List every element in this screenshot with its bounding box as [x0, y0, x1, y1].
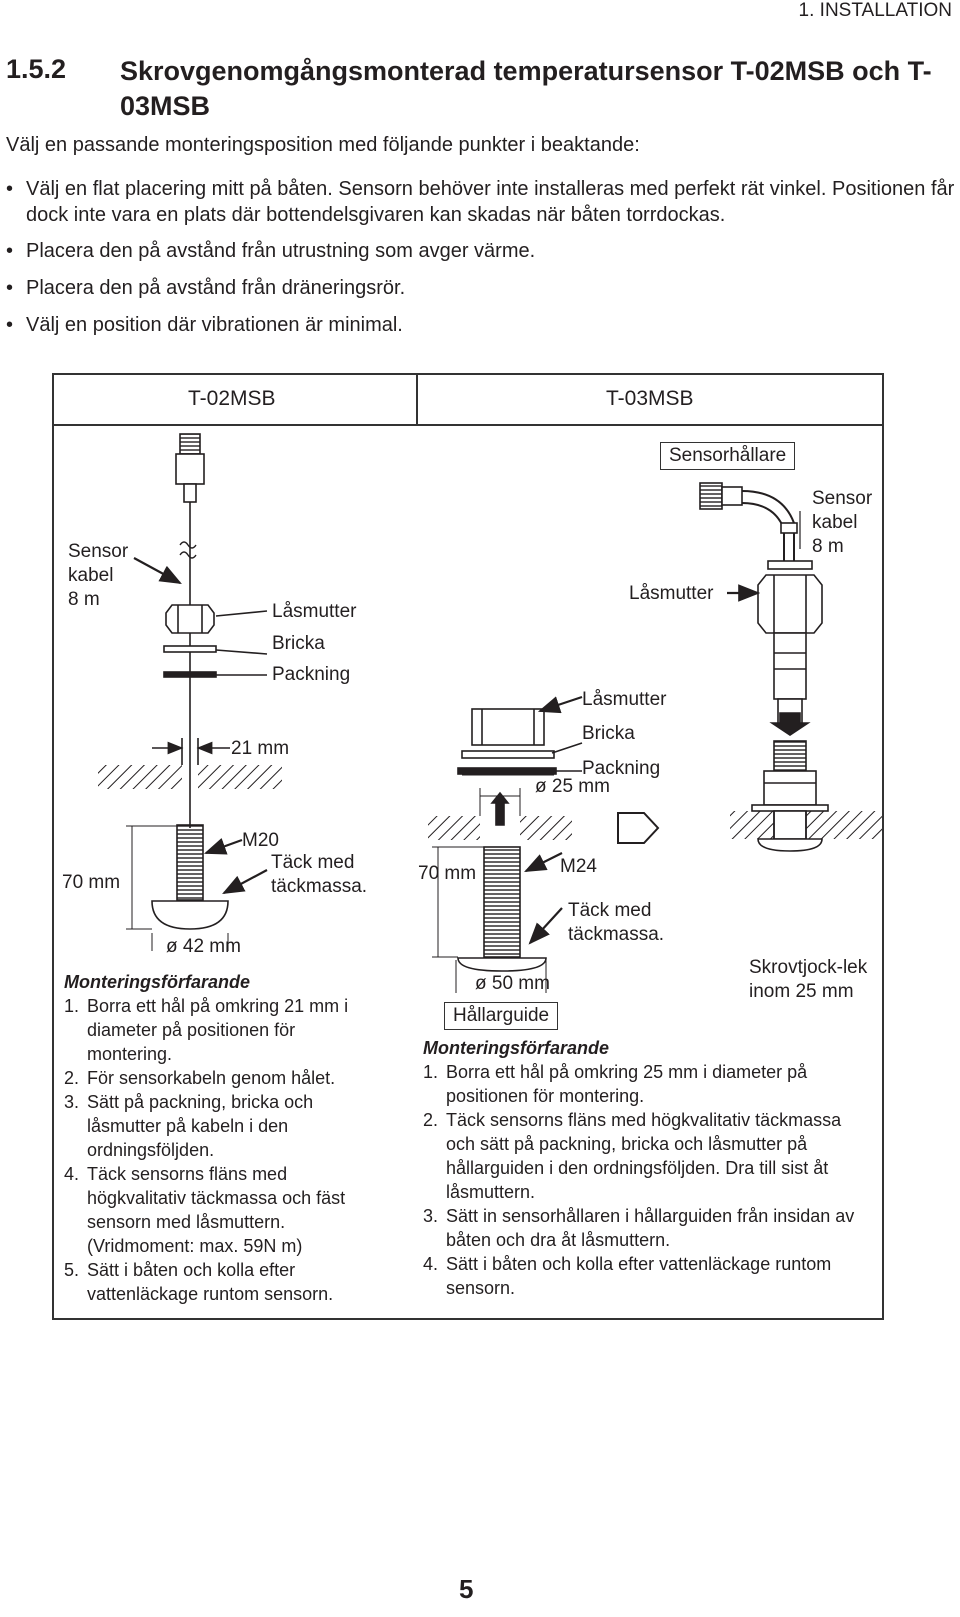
t03-sensor-holder-assembly [699, 482, 823, 726]
label-gasket-left: Packning [272, 664, 351, 685]
label-m24: M24 [560, 856, 597, 877]
t02-lock-nut [165, 604, 215, 634]
label-washer-right: Bricka [582, 723, 635, 744]
intro-text: Välj en passande monteringsposition med … [6, 134, 640, 156]
column-divider [416, 375, 418, 424]
leader-sealant-right [528, 907, 563, 945]
next-step-arrow [617, 812, 660, 844]
procedure-step: 4.Sätt i båten och kolla efter vattenläc… [423, 1254, 832, 1298]
label-flange-left: ø 42 mm [166, 936, 241, 957]
installation-diagram [98, 433, 882, 993]
procedure-step: 1.Borra ett hål på omkring 25 mm i diame… [423, 1062, 808, 1106]
procedure-step: 3.Sätt in sensorhållaren i hållarguiden … [423, 1206, 855, 1250]
leader-lock-nut [215, 610, 268, 617]
label-flange-right: ø 50 mm [475, 973, 550, 994]
label-sensor-cable-right: Sensor kabel 8 m [812, 488, 873, 557]
label-hull-thickness: Skrovtjock-lek inom 25 mm [749, 957, 868, 1002]
left-model-title: T-02MSB [188, 387, 276, 410]
bullet-item: Placera den på avstånd från utrustning s… [6, 238, 956, 264]
label-sensor-cable-left: Sensor kabel 8 m [68, 541, 129, 610]
label-lock-nut-left: Låsmutter [272, 601, 357, 622]
procedure-right: Monteringsförfarande 1.Borra ett hål på … [423, 1036, 873, 1300]
t03-installed-guide [730, 740, 882, 852]
label-sealant-right: Täck med täckmassa. [568, 900, 665, 945]
label-washer-left: Bricka [272, 633, 325, 654]
procedure-step: 2.För sensorkabeln genom hålet. [64, 1068, 336, 1088]
leader-m24 [524, 852, 563, 872]
bullet-item: Välj en flat placering mitt på båten. Se… [6, 176, 956, 228]
label-lock-nut-right: Låsmutter [582, 689, 667, 710]
procedure-left: Monteringsförfarande 1.Borra ett hål på … [64, 970, 384, 1306]
t03-holder-guide [432, 846, 547, 972]
procedure-step: 2.Täck sensorns fläns med högkvalitativ … [423, 1110, 842, 1202]
label-sealant-left: Täck med täckmassa. [271, 852, 368, 897]
leader-sealant [222, 869, 268, 895]
label-m20: M20 [242, 830, 279, 851]
bullet-item: Välj en position där vibrationen är mini… [6, 312, 956, 338]
title-divider [54, 424, 882, 426]
leader-washer [215, 649, 268, 655]
chapter-header: 1. INSTALLATION [798, 0, 952, 21]
t02-washer [163, 645, 217, 653]
figure-frame: T-02MSB T-03MSB [52, 373, 884, 1320]
label-hole-left: 21 mm [231, 738, 290, 759]
label-gasket-right: Packning [582, 758, 661, 779]
t02-gasket [163, 671, 217, 678]
procedure-heading: Monteringsförfarande [64, 972, 251, 992]
t02-hull-section [98, 738, 282, 789]
right-model-title: T-03MSB [606, 387, 694, 410]
t03-hull-section [428, 788, 572, 840]
label-holder-guide: Hållarguide [444, 1002, 559, 1030]
leader-washer-right [551, 742, 583, 754]
procedure-step: 1.Borra ett hål på omkring 21 mm i diame… [64, 996, 349, 1064]
leader-sensor-cable [133, 557, 182, 585]
label-length-right: 70 mm [418, 863, 477, 884]
t02-connector [175, 433, 205, 503]
insert-arrow [769, 712, 811, 736]
t02-sensor-body [126, 824, 229, 951]
label-sensor-holder: Sensorhållare [660, 442, 796, 470]
procedure-heading: Monteringsförfarande [423, 1038, 610, 1058]
procedure-step: 4.Täck sensorns fläns med högkvalitativ … [64, 1164, 346, 1256]
section-number: 1.5.2 [6, 54, 67, 84]
leader-lock-nut [537, 695, 583, 714]
label-lock-nut-top: Låsmutter [629, 583, 714, 604]
bullet-list: Välj en flat placering mitt på båten. Se… [6, 176, 956, 349]
procedure-step: 3.Sätt på packning, bricka och låsmutter… [64, 1092, 314, 1160]
procedure-step: 5.Sätt i båten och kolla efter vattenläc… [64, 1260, 334, 1304]
section-title: Skrovgenomgångsmonterad temperatursensor… [120, 56, 932, 121]
label-length-left: 70 mm [62, 872, 121, 893]
bullet-item: Placera den på avstånd från dräneringsrö… [6, 275, 956, 301]
label-hole-right: ø 25 mm [535, 776, 610, 797]
page-number: 5 [459, 1574, 474, 1604]
t03-exploded-parts [457, 708, 557, 776]
leader-m20 [203, 837, 243, 855]
cable-break-mark [179, 541, 197, 559]
